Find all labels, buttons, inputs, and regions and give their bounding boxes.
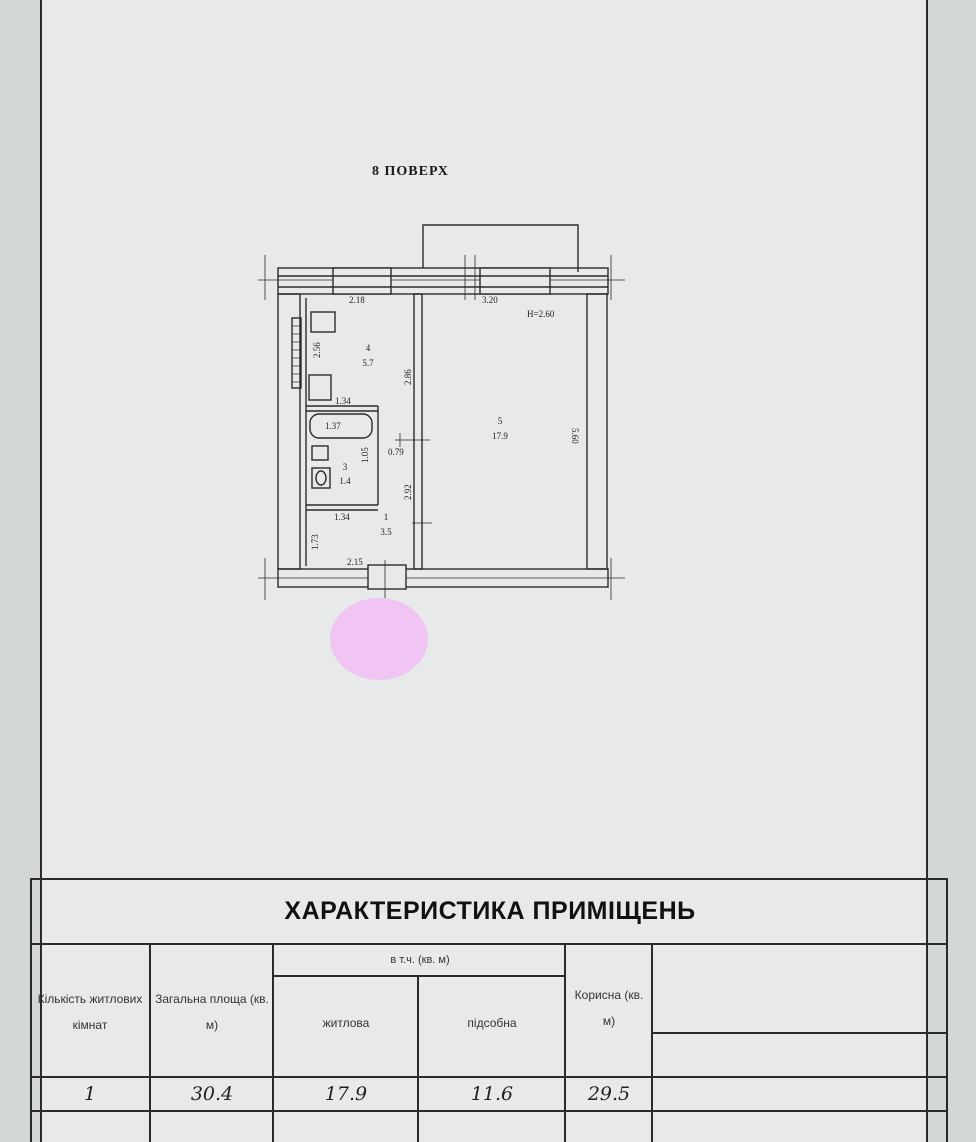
room-number: 1 [384,512,389,522]
dim-hall-top: 1.34 [334,512,350,522]
dim-kitchen-top: 2.18 [349,295,365,305]
table-title: ХАРАКТЕРИСТИКА ПРИМІЩЕНЬ [284,896,696,925]
value-total-area: 30.4 [190,1083,234,1105]
dim-door-gap: 0.79 [388,447,404,457]
room-number: 5 [498,416,503,426]
dim-bath-side: 1.05 [360,447,370,463]
dim-room-side: 5.60 [570,428,580,444]
room-number: 4 [366,343,371,353]
dim-bath-inner: 1.37 [325,421,341,431]
dim-room-top: 3.20 [482,295,498,305]
floor-label: 8 ПОВЕРХ [372,164,449,179]
room-area: 1.4 [339,476,351,486]
table-grid [30,878,948,1142]
floor-plan: 2.18 3.20 Н=2.60 2.56 2.86 1.34 1.37 1.0… [258,224,625,600]
room-area: 17.9 [492,431,508,441]
redaction-blob [330,598,428,680]
header-incl: в т.ч. (кв. м) [390,954,450,966]
room-area: 3.5 [380,527,392,537]
header-useful: Корисна (кв. м) [574,988,644,1028]
header-total-area: Загальна площа (кв. м) [155,992,269,1032]
value-auxiliary: 11.6 [470,1083,514,1105]
value-living: 17.9 [324,1083,368,1105]
characteristics-table: ХАРАКТЕРИСТИКА ПРИМІЩЕНЬ Кількість житло… [30,878,950,1142]
value-useful: 29.5 [587,1083,631,1105]
header-auxiliary: підсобна [467,1016,517,1030]
header-living: житлова [322,1016,370,1030]
document-sheet [40,0,928,1142]
ceiling-height: Н=2.60 [527,309,555,319]
room-number: 3 [343,462,348,472]
header-rooms-count: Кількість житлових кімнат [37,992,143,1032]
dim-kitchen-side: 2.86 [403,369,413,385]
dim-bath-top-outer: 1.34 [335,396,351,406]
room-area: 5.7 [362,358,374,368]
dim-hall-left: 1.73 [310,534,320,550]
dim-kitchen-left: 2.56 [312,342,322,358]
dim-hall-side: 2.92 [403,484,413,500]
dim-hall-bottom: 2.15 [347,557,363,567]
value-rooms-count: 1 [83,1083,97,1105]
